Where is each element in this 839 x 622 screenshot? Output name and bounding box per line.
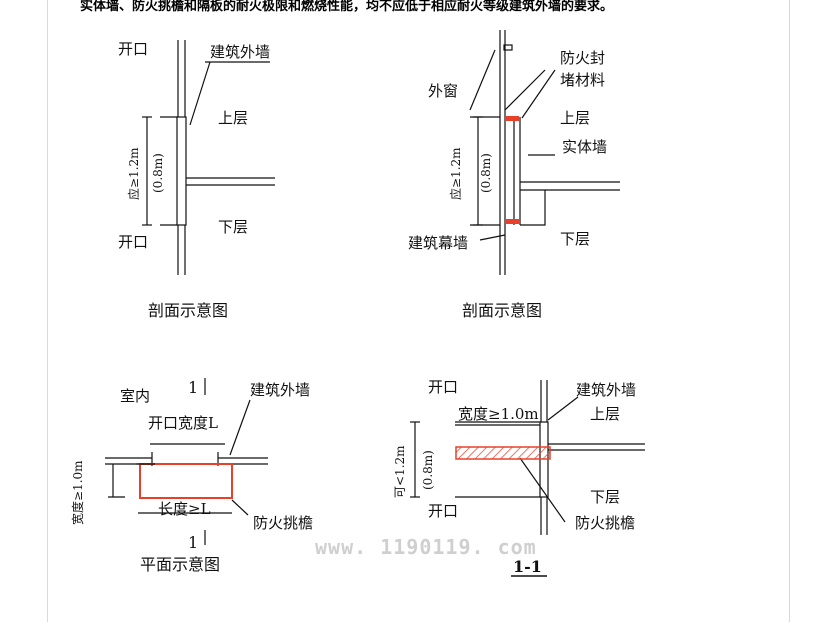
d4-lower-floor: 下层 <box>590 488 620 506</box>
d1-caption: 剖面示意图 <box>148 301 228 320</box>
d2-lower-floor: 下层 <box>560 230 590 248</box>
d4-dim-width: 宽度≥1.0m <box>458 405 539 423</box>
d2-fire-seal-line1: 防火封 <box>560 49 605 67</box>
watermark-text: www. 1190119. com <box>315 535 537 559</box>
content-frame <box>47 0 790 622</box>
d4-opening-top: 开口 <box>428 378 458 396</box>
d4-upper-floor: 上层 <box>590 405 620 423</box>
d3-section-mark-bottom: 1 <box>188 533 198 552</box>
d3-outer-wall-label: 建筑外墙 <box>250 381 310 399</box>
d1-lower-floor: 下层 <box>218 218 248 236</box>
d4-caption: 1-1 <box>513 557 542 576</box>
d2-fire-seal-line2: 堵材料 <box>560 71 605 89</box>
d2-caption: 剖面示意图 <box>462 301 542 320</box>
d2-dim-sub: (0.8m) <box>479 153 493 193</box>
d2-fire-seal-top <box>505 116 519 121</box>
d4-dim-sub: (0.8m) <box>421 450 435 490</box>
d3-fire-eave-label: 防火挑檐 <box>253 514 313 532</box>
d3-dim-width: 宽度≥1.0m <box>70 460 85 525</box>
d3-fire-eave-outline <box>139 463 233 499</box>
d2-fire-seal-bottom <box>505 219 519 224</box>
d2-upper-floor: 上层 <box>560 109 590 127</box>
d2-dim-main: 应≥1.2m <box>448 147 463 200</box>
d2-exterior-window: 外窗 <box>428 82 458 100</box>
intro-text: 实体墙、防火挑檐和隔板的耐火极限和燃烧性能，均不应低于相应耐火等级建筑外墙的要求… <box>80 0 614 14</box>
d3-indoor: 室内 <box>120 387 150 405</box>
d2-solid-wall: 实体墙 <box>562 138 607 156</box>
d1-upper-floor: 上层 <box>218 109 248 127</box>
d1-dim-main: 应≥1.2m <box>126 147 141 200</box>
d3-length: 长度≥L <box>158 500 211 518</box>
d4-outer-wall-label: 建筑外墙 <box>576 381 636 399</box>
d4-opening-bottom: 开口 <box>428 502 458 520</box>
d2-curtain-wall: 建筑幕墙 <box>408 234 468 252</box>
d1-opening-top: 开口 <box>118 40 148 58</box>
d4-fire-eave-label: 防火挑檐 <box>575 514 635 532</box>
d3-opening-width: 开口宽度L <box>148 414 218 432</box>
d1-opening-bottom: 开口 <box>118 233 148 251</box>
diagram-section-1 <box>142 40 275 275</box>
d4-dim-main: 可<1.2m <box>393 445 407 498</box>
d1-outer-wall-label: 建筑外墙 <box>210 43 270 61</box>
d3-section-mark-top: 1 <box>188 378 198 397</box>
d3-caption: 平面示意图 <box>140 555 220 574</box>
d1-dim-sub: (0.8m) <box>151 153 165 193</box>
d4-fire-eave-slab <box>455 446 551 460</box>
diagram-section-2 <box>469 30 620 275</box>
